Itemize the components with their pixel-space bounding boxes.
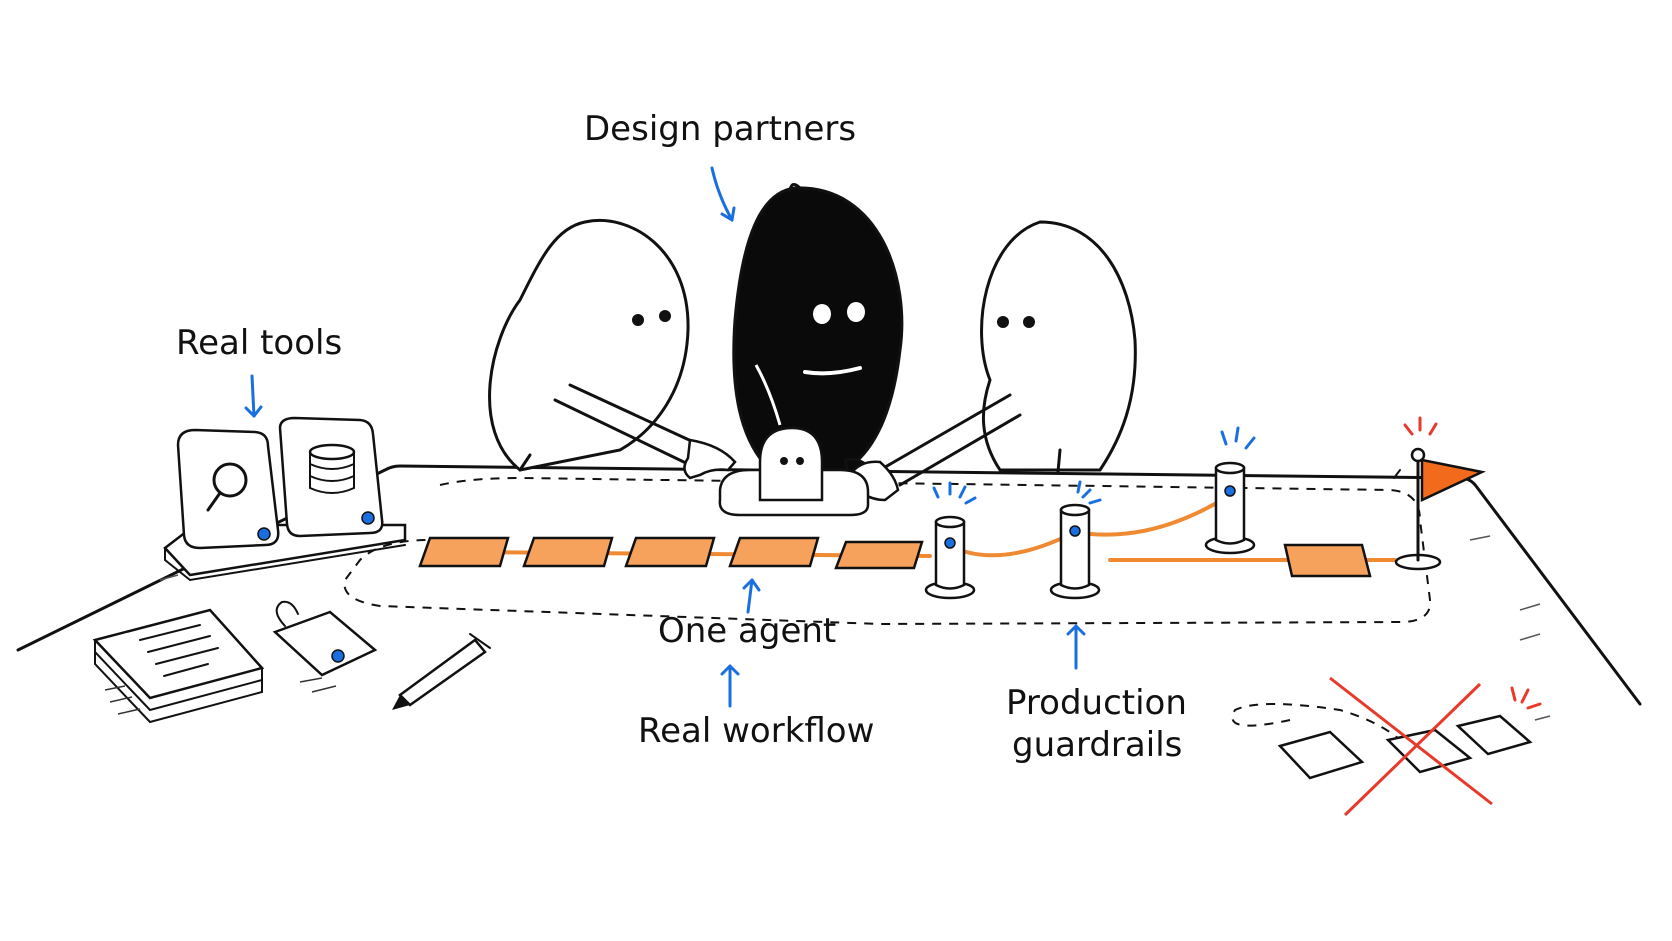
- guardrails: [924, 426, 1256, 600]
- real-tools: [163, 416, 407, 582]
- production-guardrails-label-line1: Production: [1006, 683, 1187, 723]
- guardrail-post-icon: [1204, 461, 1256, 555]
- workflow-step: [418, 536, 510, 568]
- badge-icon: [272, 600, 378, 693]
- real-workflow-label: Real workflow: [638, 711, 874, 751]
- workflow-step: [522, 536, 614, 568]
- flag-icon: [1394, 416, 1486, 571]
- search-icon: [212, 462, 248, 498]
- search-tool-card: [176, 428, 280, 550]
- workflow-step: [728, 536, 820, 568]
- guardrail-post-icon: [924, 515, 976, 600]
- database-tool-card: [278, 416, 384, 538]
- guardrail-post-icon: [1049, 503, 1101, 600]
- workflow-step: [1283, 543, 1372, 578]
- label-real-workflow: Real workflow: [638, 664, 874, 751]
- production-guardrails-label-line2: guardrails: [1012, 725, 1182, 765]
- workflow-step: [624, 536, 716, 568]
- design-partners-label: Design partners: [584, 109, 856, 149]
- center-character: [732, 183, 904, 480]
- one-agent-label: One agent: [658, 611, 836, 651]
- label-one-agent: One agent: [658, 578, 836, 651]
- rejected-path: [1231, 676, 1542, 817]
- label-production-guardrails: Production guardrails: [1006, 624, 1187, 765]
- notebook-icon: [92, 608, 265, 724]
- database-icon: [308, 443, 356, 494]
- left-character: [488, 219, 737, 480]
- pen-icon: [392, 633, 491, 710]
- workflow: [418, 536, 1397, 578]
- table: [16, 464, 1642, 721]
- real-tools-label: Real tools: [176, 323, 342, 363]
- workflow-step: [834, 540, 924, 570]
- label-real-tools: Real tools: [176, 323, 342, 418]
- agent-figure: [718, 426, 870, 517]
- label-design-partners: Design partners: [584, 109, 856, 222]
